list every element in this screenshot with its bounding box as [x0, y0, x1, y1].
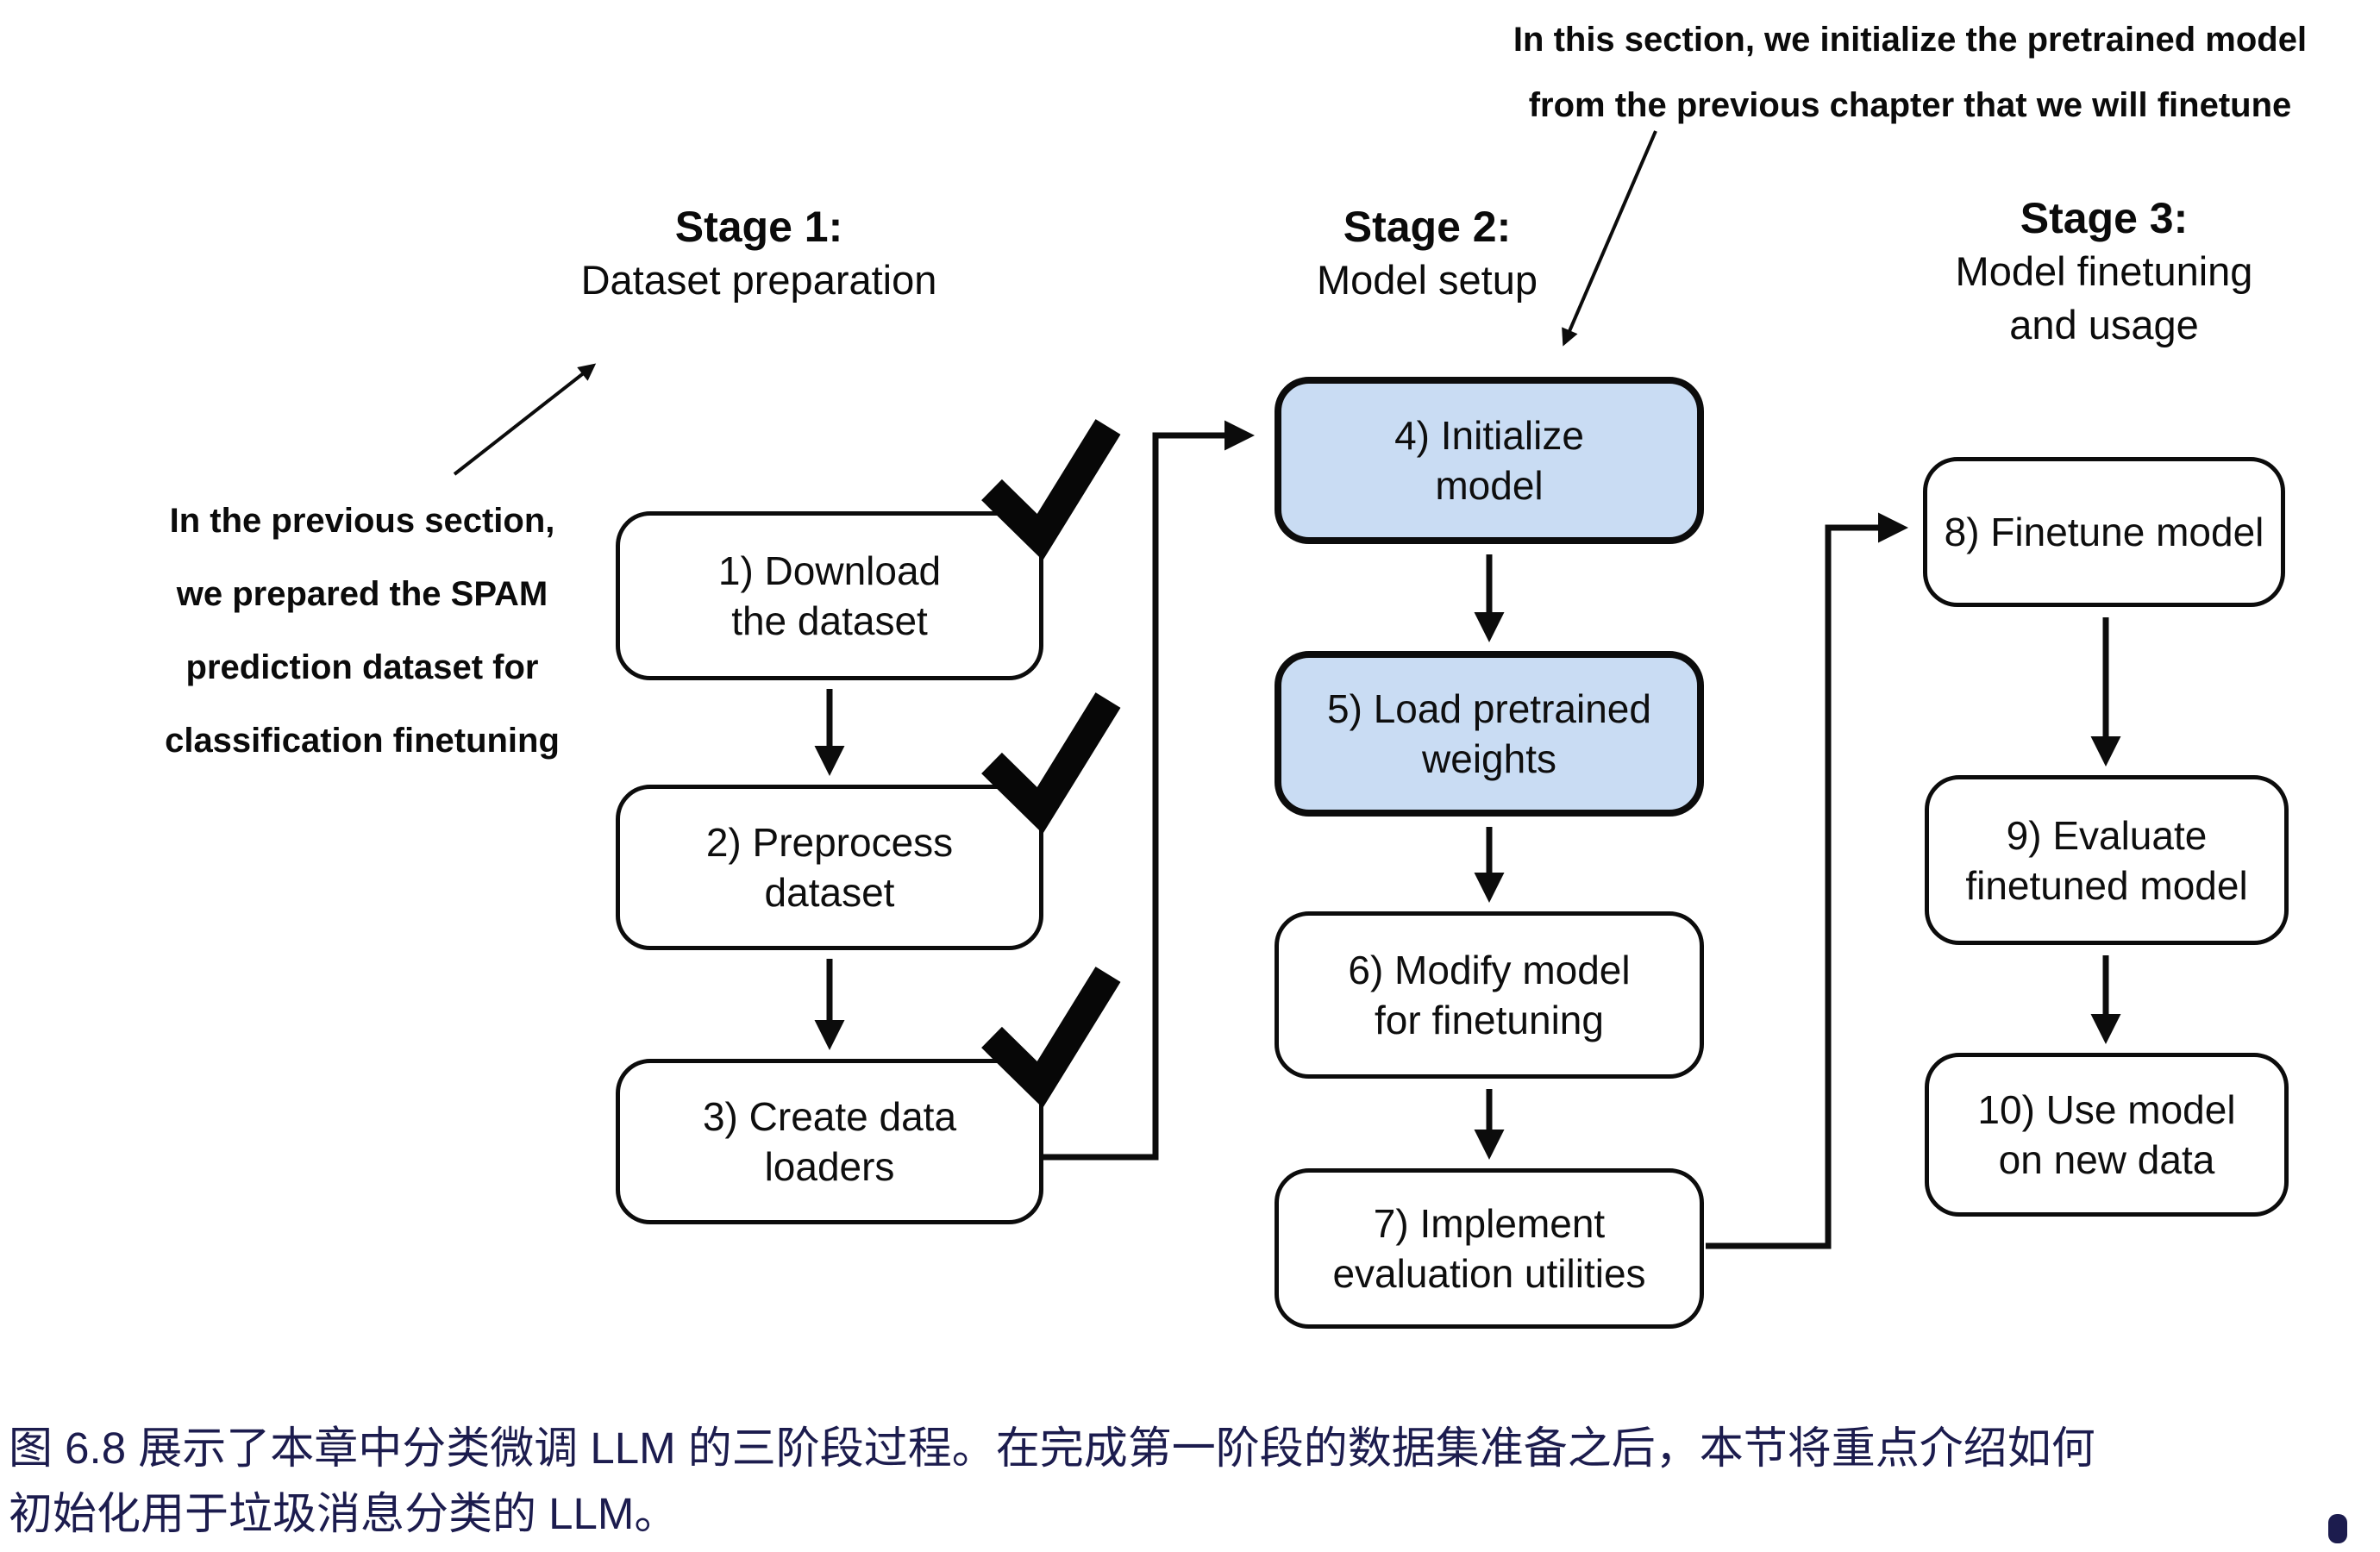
stage3-title: Stage 3: [2020, 194, 2189, 242]
annotation-top-line1: In this section, we initialize the pretr… [1513, 21, 2308, 59]
stage1-subtitle: Dataset preparation [580, 257, 937, 303]
figure-caption: 图 6.8 展示了本章中分类微调 LLM 的三阶段过程。在完成第一阶段的数据集准… [9, 1416, 2376, 1547]
step-4-line1: 4) Initialize [1394, 413, 1584, 458]
step-box-9-evaluate-finetuned-model: 9) Evaluate finetuned model [1925, 775, 2289, 945]
step-10-line2: on new data [1998, 1137, 2215, 1182]
annotation-left-line2: we prepared the SPAM [176, 575, 548, 613]
step-box-5-load-pretrained-weights: 5) Load pretrained weights [1275, 651, 1704, 817]
connector-step3-to-step4 [1039, 420, 1255, 1161]
step-box-6-modify-model: 6) Modify model for finetuning [1275, 911, 1704, 1079]
step-box-4-initialize-model: 4) Initialize model [1275, 377, 1704, 544]
stage1-title: Stage 1: [674, 203, 843, 251]
arrow-left-annotation-to-stage1 [453, 363, 597, 476]
connector-step7-to-step8 [1706, 512, 1908, 1249]
stage1-header: Stage 1: Dataset preparation [492, 200, 1026, 307]
step-box-2-preprocess-dataset: 2) Preprocess dataset [616, 785, 1043, 950]
step-box-10-use-model-new-data: 10) Use model on new data [1925, 1053, 2289, 1217]
step-5-line2: weights [1422, 736, 1556, 781]
annotation-left-line1: In the previous section, [169, 502, 555, 540]
step-9-line2: finetuned model [1965, 862, 2248, 908]
stage3-subtitle-line2: and usage [2009, 302, 2199, 347]
stage2-header: Stage 2: Model setup [1160, 200, 1694, 307]
step-3-line2: loaders [764, 1144, 895, 1189]
stage2-title: Stage 2: [1343, 203, 1512, 251]
caption-line1: 图 6.8 展示了本章中分类微调 LLM 的三阶段过程。在完成第一阶段的数据集准… [9, 1424, 2095, 1473]
step-10-line1: 10) Use model [1977, 1087, 2236, 1132]
step-1-line1: 1) Download [717, 548, 942, 593]
annotation-top-line2: from the previous chapter that we will f… [1528, 86, 2292, 124]
step-3-line1: 3) Create data [702, 1094, 957, 1139]
step-5-line1: 5) Load pretrained [1327, 686, 1651, 731]
annotation-left-line3: prediction dataset for [185, 648, 539, 686]
step-6-line2: for finetuning [1375, 998, 1604, 1042]
step-6-line1: 6) Modify model [1348, 948, 1631, 992]
step-box-7-implement-evaluation-utilities: 7) Implement evaluation utilities [1275, 1168, 1704, 1329]
step-2-line1: 2) Preprocess [705, 820, 954, 865]
step-9-line1: 9) Evaluate [2006, 812, 2208, 858]
step-box-1-download-dataset: 1) Download the dataset [616, 511, 1043, 680]
step-7-line2: evaluation utilities [1332, 1251, 1646, 1296]
step-4-line2: model [1435, 463, 1544, 508]
step-2-line2: dataset [764, 870, 895, 915]
annotation-left-line4: classification finetuning [165, 722, 560, 760]
stage3-header: Stage 3: Model finetuning and usage [1837, 191, 2371, 352]
caption-line2: 初始化用于垃圾消息分类的 LLM。 [9, 1489, 679, 1538]
step-7-line1: 7) Implement [1373, 1201, 1606, 1246]
annotation-left: In the previous section, we prepared the… [125, 485, 599, 778]
artifact-dot [2328, 1514, 2347, 1543]
stage2-subtitle: Model setup [1316, 257, 1538, 303]
step-box-3-create-data-loaders: 3) Create data loaders [616, 1059, 1043, 1224]
step-1-line2: the dataset [731, 598, 928, 643]
step-8-line1: 8) Finetune model [1944, 510, 2264, 554]
stage3-subtitle-line1: Model finetuning [1955, 248, 2253, 294]
annotation-top: In this section, we initialize the pretr… [1436, 7, 2380, 138]
step-box-8-finetune-model: 8) Finetune model [1923, 457, 2285, 607]
